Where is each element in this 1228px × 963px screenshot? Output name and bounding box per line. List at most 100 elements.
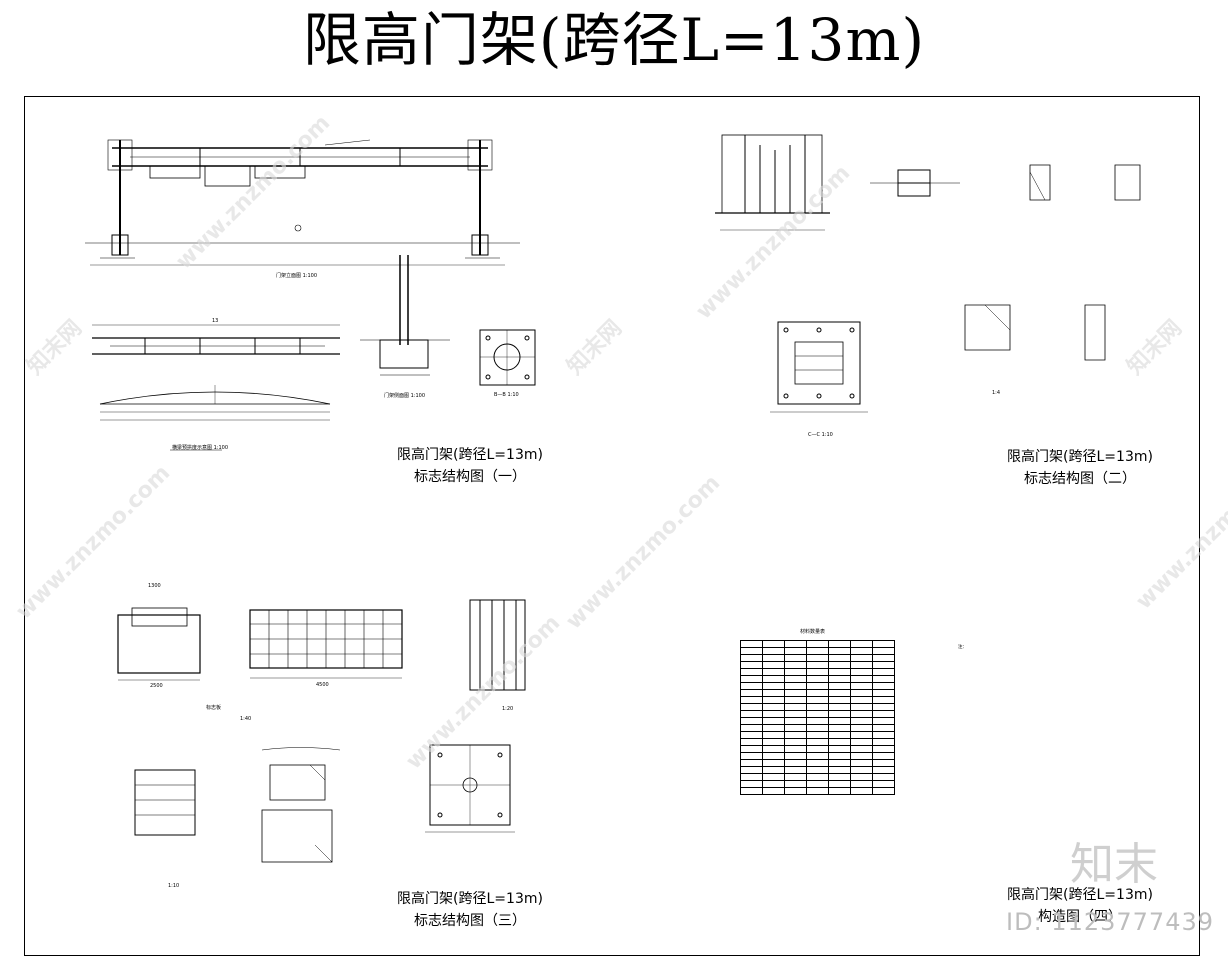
table-cell <box>850 675 873 683</box>
table-cell <box>784 745 807 753</box>
table-cell <box>850 745 873 753</box>
table-cell <box>828 675 851 683</box>
table-cell <box>740 752 763 760</box>
table-cell <box>828 668 851 676</box>
table-cell <box>850 752 873 760</box>
table-cell <box>762 689 785 697</box>
table-cell <box>740 766 763 774</box>
drawing-sheet-frame <box>24 96 1200 956</box>
table-row <box>740 731 895 739</box>
table-cell <box>828 661 851 669</box>
stiffener-details <box>964 164 1141 361</box>
table-cell <box>806 668 829 676</box>
table-cell <box>740 738 763 746</box>
table-cell <box>784 780 807 788</box>
label-section-cc: C—C 1:10 <box>808 432 833 438</box>
table-cell <box>784 668 807 676</box>
table-cell <box>806 780 829 788</box>
table-cell <box>806 766 829 774</box>
table-row <box>740 682 895 690</box>
table-cell <box>850 773 873 781</box>
table-cell <box>872 787 895 795</box>
table-cell <box>762 640 785 648</box>
table-row <box>740 689 895 697</box>
table-row <box>740 654 895 662</box>
table-cell <box>740 780 763 788</box>
material-table <box>740 640 895 795</box>
id-label: ID: 1123777439 <box>1006 908 1214 936</box>
table-cell <box>740 745 763 753</box>
table-cell <box>740 724 763 732</box>
table-cell <box>740 689 763 697</box>
table-row <box>740 724 895 732</box>
caption-sheet-4-line2: 构造图（四） <box>1038 909 1122 925</box>
table-cell <box>762 731 785 739</box>
label-section-bb: B—B 1:10 <box>494 392 519 398</box>
label-scale-1-20: 1:20 <box>502 706 514 712</box>
table-cell <box>784 759 807 767</box>
table-cell <box>762 668 785 676</box>
table-cell <box>850 640 873 648</box>
table-cell <box>872 752 895 760</box>
base-plate-plan <box>425 744 515 833</box>
table-cell <box>784 654 807 662</box>
table-cell <box>828 731 851 739</box>
table-cell <box>828 640 851 648</box>
table-row <box>740 745 895 753</box>
caption-sheet-2-line2: 标志结构图（二） <box>1024 471 1136 487</box>
table-cell <box>784 682 807 690</box>
table-cell <box>806 745 829 753</box>
table-row <box>740 780 895 788</box>
table-cell <box>828 710 851 718</box>
table-cell <box>872 738 895 746</box>
table-cell <box>784 710 807 718</box>
table-row <box>740 647 895 655</box>
brand-logo: 知末 <box>1070 839 1158 890</box>
table-cell <box>872 696 895 704</box>
table-cell <box>872 710 895 718</box>
table-cell <box>872 654 895 662</box>
table-cell <box>850 759 873 767</box>
table-cell <box>762 654 785 662</box>
caption-sheet-4-line1: 限高门架(跨径L=13m) <box>1007 887 1153 903</box>
section-cc <box>770 321 868 413</box>
gantry-side-view <box>360 255 450 376</box>
table-cell <box>740 640 763 648</box>
table-cell <box>806 640 829 648</box>
table-cell <box>806 703 829 711</box>
table-cell <box>806 759 829 767</box>
table-cell <box>828 703 851 711</box>
table-cell <box>850 787 873 795</box>
table-cell <box>850 780 873 788</box>
table-cell <box>850 703 873 711</box>
table-cell <box>784 703 807 711</box>
table-cell <box>828 647 851 655</box>
sign-panel-grid <box>249 609 403 679</box>
label-dimension-1300: 1300 <box>148 583 161 589</box>
table-cell <box>806 710 829 718</box>
beam-camber-diagram <box>99 385 331 451</box>
label-scale-1-4: 1:4 <box>992 390 1001 396</box>
table-cell <box>828 717 851 725</box>
label-sign-panel: 标志板 <box>206 705 222 711</box>
table-cell <box>740 787 763 795</box>
table-cell <box>740 717 763 725</box>
table-cell <box>872 682 895 690</box>
table-cell <box>784 647 807 655</box>
table-cell <box>872 675 895 683</box>
table-cell <box>762 752 785 760</box>
table-cell <box>850 710 873 718</box>
table-cell <box>828 696 851 704</box>
table-cell <box>740 661 763 669</box>
table-cell <box>762 787 785 795</box>
table-cell <box>872 647 895 655</box>
table-cell <box>828 724 851 732</box>
table-cell <box>806 654 829 662</box>
table-cell <box>740 647 763 655</box>
table-cell <box>784 696 807 704</box>
table-cell <box>762 661 785 669</box>
table-cell <box>872 724 895 732</box>
table-cell <box>784 724 807 732</box>
caption-sheet-2-line1: 限高门架(跨径L=13m) <box>1007 449 1153 465</box>
table-cell <box>850 724 873 732</box>
